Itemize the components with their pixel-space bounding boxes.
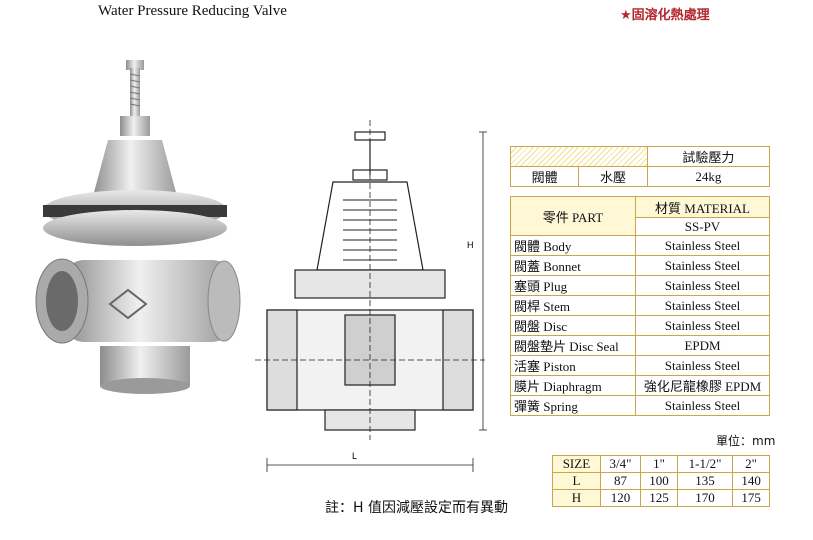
part-material: Stainless Steel xyxy=(635,275,770,296)
length-dimension-label: L xyxy=(352,451,357,461)
part-column-header: 零件 PART xyxy=(510,196,636,236)
table-row: 閥體 Body Stainless Steel xyxy=(510,235,770,256)
valve-photo xyxy=(35,60,241,394)
table-row: 閥盤 Disc Stainless Steel xyxy=(510,315,770,336)
part-name: 彈簧 Spring xyxy=(510,395,636,416)
height-dimension-label: H xyxy=(467,240,474,250)
table-row: 膜片 Diaphragm 強化尼龍橡膠 EPDM xyxy=(510,375,770,396)
size-header-cell: 1-1/2" xyxy=(676,455,734,473)
part-name: 閥盤 Disc xyxy=(510,315,636,336)
dimension-value: 100 xyxy=(640,472,678,490)
part-material: Stainless Steel xyxy=(635,315,770,336)
page-title: Water Pressure Reducing Valve xyxy=(98,3,287,19)
table-row: SIZE 3/4" 1" 1-1/2" 2" xyxy=(552,455,770,473)
pressure-value: 24kg xyxy=(646,166,771,187)
part-name: 閥蓋 Bonnet xyxy=(510,255,636,276)
material-grade: SS-PV xyxy=(635,217,770,236)
test-pressure-table: 試驗壓力 閥體 水壓 24kg xyxy=(509,146,771,187)
part-name: 塞頭 Plug xyxy=(510,275,636,296)
material-table: 零件 PART 材質 MATERIAL SS-PV 閥體 Body Stainl… xyxy=(510,196,770,416)
size-header-cell: 2" xyxy=(732,455,770,473)
table-row: 閥盤墊片 Disc Seal EPDM xyxy=(510,335,770,356)
part-name: 活塞 Piston xyxy=(510,355,636,376)
part-name: 膜片 Diaphragm xyxy=(510,375,636,396)
test-pressure-heading: 試驗壓力 xyxy=(646,146,771,167)
pressure-medium: 水壓 xyxy=(578,166,648,187)
dimension-value: 87 xyxy=(599,472,642,490)
size-header-cell: SIZE xyxy=(552,455,601,473)
table-row: H 120 125 170 175 xyxy=(552,489,770,507)
size-table: SIZE 3/4" 1" 1-1/2" 2" L 87 100 135 140 … xyxy=(552,455,770,507)
dimension-value: 175 xyxy=(732,489,770,507)
table-row: L 87 100 135 140 xyxy=(552,472,770,490)
dimension-value: 135 xyxy=(676,472,734,490)
pressure-row-label: 閥體 xyxy=(509,166,580,187)
dimension-value: 170 xyxy=(676,489,734,507)
part-material: 強化尼龍橡膠 EPDM xyxy=(635,375,770,396)
dimension-value: 120 xyxy=(599,489,642,507)
part-material: EPDM xyxy=(635,335,770,356)
dimension-value: 140 xyxy=(732,472,770,490)
footnote: 註：H 值因減壓設定而有異動 xyxy=(325,500,508,516)
hatch-cell xyxy=(510,146,648,167)
table-row: 閥桿 Stem Stainless Steel xyxy=(510,295,770,316)
part-name: 閥體 Body xyxy=(510,235,636,256)
table-row: 閥蓋 Bonnet Stainless Steel xyxy=(510,255,770,276)
material-column-header: 材質 MATERIAL xyxy=(635,196,770,218)
table-row: 彈簧 Spring Stainless Steel xyxy=(510,395,770,416)
part-material: Stainless Steel xyxy=(635,235,770,256)
size-header-cell: 3/4" xyxy=(599,455,642,473)
part-material: Stainless Steel xyxy=(635,355,770,376)
part-material: Stainless Steel xyxy=(635,295,770,316)
table-row: 活塞 Piston Stainless Steel xyxy=(510,355,770,376)
dimension-value: 125 xyxy=(640,489,678,507)
dimension-label: L xyxy=(552,472,601,490)
part-material: Stainless Steel xyxy=(635,255,770,276)
valve-section-drawing: H L xyxy=(255,120,487,472)
heat-treatment-note: ★固溶化熱處理 xyxy=(620,8,710,23)
dimension-label: H xyxy=(552,489,601,507)
unit-label: 單位：mm xyxy=(716,434,776,448)
part-name: 閥盤墊片 Disc Seal xyxy=(510,335,636,356)
size-header-cell: 1" xyxy=(640,455,678,473)
part-name: 閥桿 Stem xyxy=(510,295,636,316)
table-row: 塞頭 Plug Stainless Steel xyxy=(510,275,770,296)
part-material: Stainless Steel xyxy=(635,395,770,416)
